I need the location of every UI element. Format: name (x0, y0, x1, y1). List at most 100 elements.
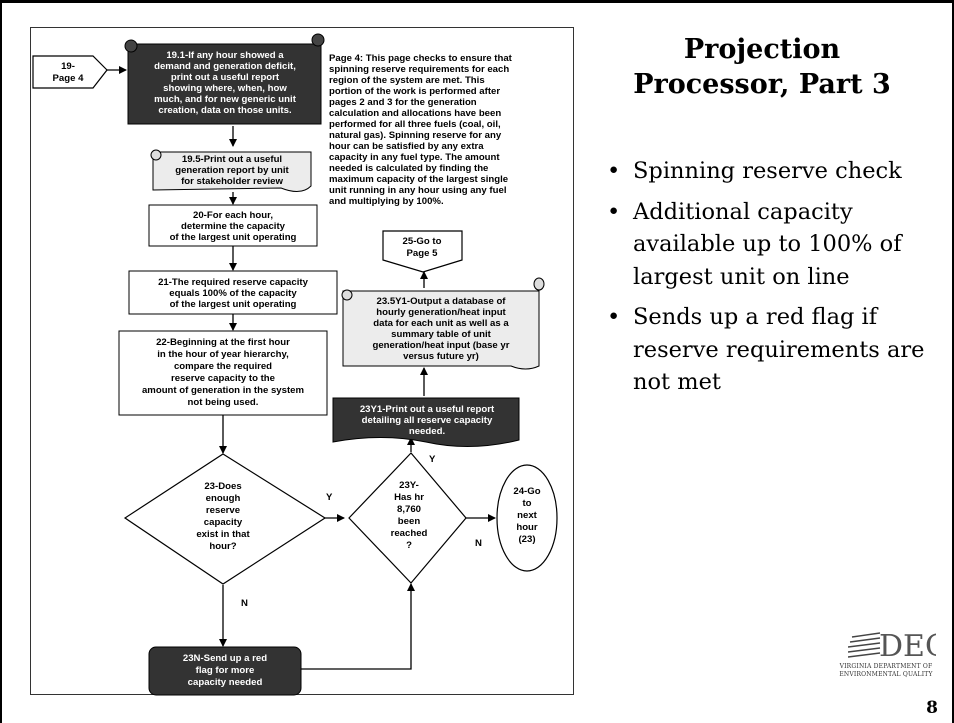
step-23n-line: 23N-Send up a red (183, 653, 267, 664)
step-22-line: in the hour of year hierarchy, (157, 349, 289, 360)
step-23n-line: flag for more (196, 665, 255, 676)
connector-19-page-4: 19- Page 4 (32, 55, 108, 89)
step-23y-line: reached (391, 528, 428, 539)
step-21-line: equals 100% of the capacity (169, 288, 297, 299)
step-23-5y1-line: generation/heat input (base yr (372, 340, 509, 351)
step-21-line: 21-The required reserve capacity (158, 277, 309, 288)
step-22-box: 22-Beginning at the first hour in the ho… (118, 330, 328, 416)
step-19-1-line: 19.1-If any hour showed a (166, 50, 284, 61)
step-22-line: not being used. (188, 397, 259, 408)
step-23y1-line: needed. (409, 426, 445, 437)
step-22-line: 22-Beginning at the first hour (156, 337, 290, 348)
step-23n-line: capacity needed (188, 677, 263, 688)
note-line: unit running in any hour using any fuel (329, 185, 506, 196)
step-21-box: 21-The required reserve capacity equals … (128, 270, 338, 315)
slide-title: Projection Processor, Part 3 (592, 32, 932, 102)
step-20-line: 20-For each hour, (193, 210, 273, 221)
note-line: performed for all three fuels (coal, oil… (329, 119, 501, 130)
bullet-item: Sends up a red flag if reserve requireme… (607, 301, 942, 399)
note-line: spinning reserve requirements for each (329, 64, 509, 75)
step-24-line: hour (516, 522, 538, 533)
step-23-5y1-line: 23.5Y1-Output a database of (376, 296, 506, 307)
deq-logo-text: DEQ (879, 629, 936, 661)
note-line: and multiplying by 100%. (329, 196, 444, 207)
step-23-5y1-line: summary table of unit (391, 329, 491, 340)
note-line: portion of the work is performed after (329, 86, 500, 97)
label-no: N (475, 538, 482, 549)
step-24-line: next (517, 510, 538, 521)
step-23-line: hour? (209, 541, 236, 552)
step-19-5-line: for stakeholder review (181, 176, 283, 187)
flowchart-image: 19- Page 4 19.1-If any hour showed a dem… (30, 27, 574, 696)
deq-logo-mark: DEQ (848, 629, 936, 661)
step-20-line: of the largest unit operating (170, 232, 297, 243)
step-23-line: capacity (204, 517, 243, 528)
step-23-decision: 23-Does enough reserve capacity exist in… (123, 453, 327, 585)
label-no: N (241, 598, 248, 609)
step-19-1-box: 19.1-If any hour showed a demand and gen… (124, 33, 325, 125)
step-23n-box: 23N-Send up a red flag for more capacity… (148, 646, 302, 696)
step-23-line: 23-Does (204, 481, 241, 492)
step-20-box: 20-For each hour, determine the capacity… (148, 204, 318, 247)
note-line: Page 4: This page checks to ensure that (329, 53, 513, 64)
step-22-line: compare the required (174, 361, 272, 372)
step-20-line: determine the capacity (181, 221, 286, 232)
step-19-1-line: print out a useful report (171, 72, 280, 83)
step-24-line: (23) (518, 534, 535, 545)
logo-caption: ENVIRONMENTAL QUALITY (839, 671, 933, 678)
page-number: 8 (926, 698, 938, 718)
step-23-5y1-line: data for each unit as well as a (373, 318, 509, 329)
connector-25-line: Page 5 (407, 248, 439, 259)
flowchart-diagram: 19- Page 4 19.1-If any hour showed a dem… (32, 33, 558, 696)
step-24-line: 24-Go (513, 486, 540, 497)
note-line: maximum capacity of the largest single (329, 174, 508, 185)
connector-19-line: 19- (61, 61, 75, 72)
step-23-5y1-line: hourly generation/heat input (376, 307, 506, 318)
step-19-5-line: generation report by unit (175, 165, 289, 176)
flowchart-connectors (107, 66, 496, 670)
bullet-item: Spinning reserve check (607, 155, 942, 188)
title-line: Processor, Part 3 (633, 69, 891, 100)
step-23-5y1-line: versus future yr) (403, 351, 479, 362)
note-line: region of the system are met. This (329, 75, 485, 86)
step-19-1-line: much, and for new generic unit (154, 94, 297, 105)
step-23y-line: Has hr (394, 492, 424, 503)
step-19-1-line: demand and generation deficit, (154, 61, 296, 72)
step-24-terminal: 24-Go to next hour (23) (496, 464, 558, 572)
step-19-1-line: showing where, when, how (163, 83, 287, 94)
note-line: natural gas). Spinning reserve for any (329, 130, 502, 141)
step-22-line: amount of generation in the system (142, 385, 304, 396)
step-23y-line: 8,760 (397, 504, 421, 515)
logo-caption: VIRGINIA DEPARTMENT OF (839, 663, 933, 670)
label-yes: Y (326, 492, 333, 503)
step-23y-line: ? (406, 540, 412, 551)
step-19-1-line: creation, data on those units. (158, 105, 291, 116)
title-line: Projection (683, 34, 841, 65)
deq-logo: DEQ VIRGINIA DEPARTMENT OF ENVIRONMENTAL… (836, 623, 936, 681)
step-23y1-line: detailing all reserve capacity (362, 415, 493, 426)
connector-19-line: Page 4 (53, 73, 85, 84)
note-line: needed is calculated by finding the (329, 163, 488, 174)
label-yes: Y (429, 454, 436, 465)
step-23y-decision: 23Y- Has hr 8,760 been reached ? (348, 452, 467, 584)
step-19-5-line: 19.5-Print out a useful (182, 154, 282, 165)
step-23-line: enough (206, 493, 241, 504)
step-21-line: of the largest unit operating (170, 299, 297, 310)
step-23y1-box: 23Y1-Print out a useful report detailing… (332, 397, 520, 447)
note-line: hour can be satisfied by any extra (329, 141, 484, 152)
step-19-5-box: 19.5-Print out a useful generation repor… (150, 149, 312, 192)
step-23-line: exist in that (196, 529, 250, 540)
step-24-line: to (522, 498, 531, 509)
page-4-note: Page 4: This page checks to ensure that … (329, 53, 513, 207)
note-line: calculation and allocations have been (329, 108, 501, 119)
note-line: pages 2 and 3 for the generation (329, 97, 477, 108)
step-23y-line: 23Y- (399, 480, 419, 491)
bullet-list: Spinning reserve check Additional capaci… (607, 155, 942, 407)
connector-25-page-5: 25-Go to Page 5 (382, 230, 463, 273)
step-23-5y1-box: 23.5Y1-Output a database of hourly gener… (341, 277, 545, 370)
connector-25-line: 25-Go to (403, 236, 442, 247)
step-23y-line: been (398, 516, 421, 527)
step-22-line: reserve capacity to the (171, 373, 275, 384)
step-23y1-line: 23Y1-Print out a useful report (360, 404, 495, 415)
